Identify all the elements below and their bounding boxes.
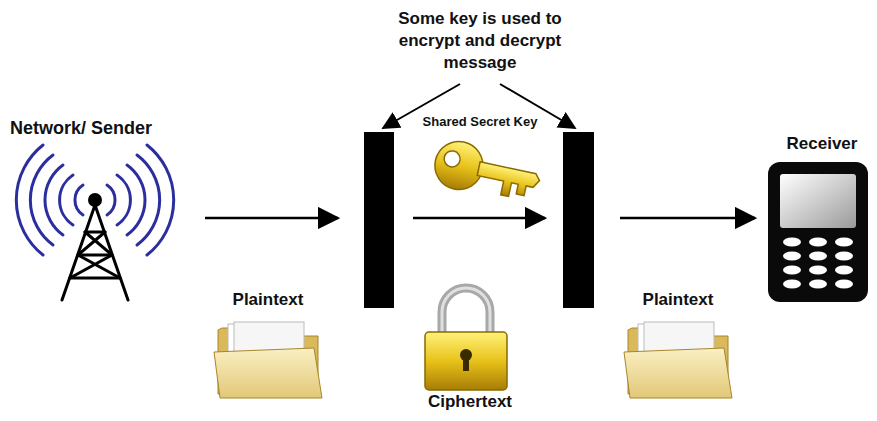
radio-tower (16, 145, 173, 300)
plaintext-label: Plaintext (208, 290, 328, 310)
node-label: Receiver (772, 134, 872, 154)
phone-key (783, 252, 801, 261)
phone-key (809, 238, 827, 247)
phone-key (835, 252, 853, 261)
phone-key (783, 238, 801, 247)
receiver-node: Receiver (772, 134, 872, 154)
key-label: Shared Secret Key (421, 114, 540, 130)
plaintext-label: Plaintext (618, 290, 738, 310)
phone-icon (768, 162, 868, 302)
phone-key (835, 266, 853, 275)
encrypt-bar (364, 132, 394, 308)
phone-key (809, 280, 827, 289)
sender-node: Network/ Sender (10, 118, 210, 139)
key-icon (430, 137, 544, 206)
flow-arrow (205, 217, 755, 220)
callout-note: Some key is used to encrypt and decrypt … (395, 8, 565, 74)
phone-key (835, 238, 853, 247)
phone-key (835, 280, 853, 289)
padlock-icon (425, 288, 507, 390)
decrypt-bar (563, 132, 594, 308)
phone-key (809, 252, 827, 261)
ciphertext-label: Ciphertext (410, 392, 530, 412)
phone-key (809, 266, 827, 275)
folder-icon (214, 322, 322, 398)
node-label: Network/ Sender (10, 118, 210, 139)
phone-key (783, 280, 801, 289)
folder-icon (624, 322, 732, 398)
phone-key (783, 266, 801, 275)
